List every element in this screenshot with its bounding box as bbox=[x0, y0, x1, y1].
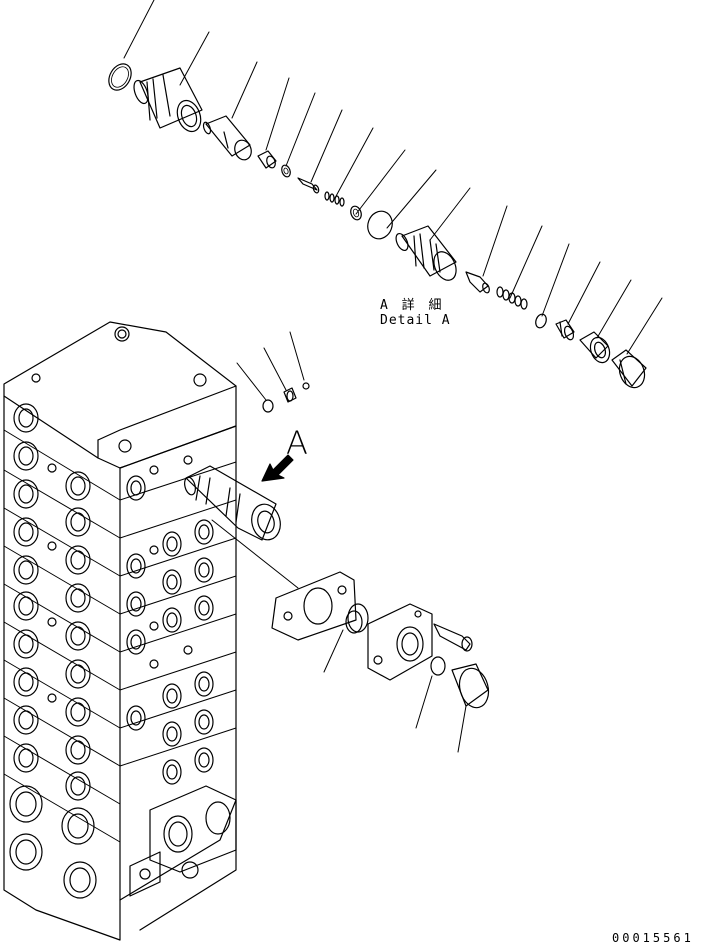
o-ring-small bbox=[534, 313, 548, 330]
sleeve bbox=[131, 68, 205, 135]
pin bbox=[298, 178, 320, 194]
piston bbox=[202, 116, 254, 162]
control-valve-block bbox=[4, 322, 236, 940]
cap-nut bbox=[612, 350, 649, 391]
detail-a-parts bbox=[104, 60, 648, 391]
spring-main bbox=[497, 287, 527, 309]
cap bbox=[452, 664, 493, 711]
o-ring-flange bbox=[431, 657, 445, 675]
view-arrow-letter: A bbox=[286, 424, 308, 462]
drawing-number: 00015561 bbox=[612, 931, 694, 945]
leader-lines-detail bbox=[124, 0, 662, 354]
poppet bbox=[466, 272, 491, 294]
relief-valve-installed bbox=[183, 466, 284, 543]
left-ports bbox=[10, 404, 96, 898]
adjust-screw bbox=[556, 320, 575, 341]
detail-label-en: Detail A bbox=[380, 313, 451, 328]
bottom-flange bbox=[130, 786, 236, 896]
washer bbox=[280, 164, 292, 178]
spring-small bbox=[325, 192, 344, 206]
valve-body bbox=[394, 226, 461, 284]
o-ring-medium bbox=[364, 208, 396, 243]
bolt bbox=[434, 624, 472, 651]
view-arrow bbox=[262, 455, 293, 481]
backup-ring bbox=[349, 205, 363, 222]
plug-parts-top bbox=[237, 332, 309, 412]
o-ring-large bbox=[104, 60, 135, 94]
nut-small bbox=[258, 151, 277, 169]
flange-assembly bbox=[212, 520, 493, 752]
plug bbox=[346, 604, 368, 633]
detail-label-jp: A 詳 細 bbox=[380, 298, 445, 313]
right-ports bbox=[127, 456, 213, 784]
gasket bbox=[272, 572, 356, 640]
flange-block bbox=[368, 604, 432, 680]
lock-nut bbox=[580, 332, 613, 365]
